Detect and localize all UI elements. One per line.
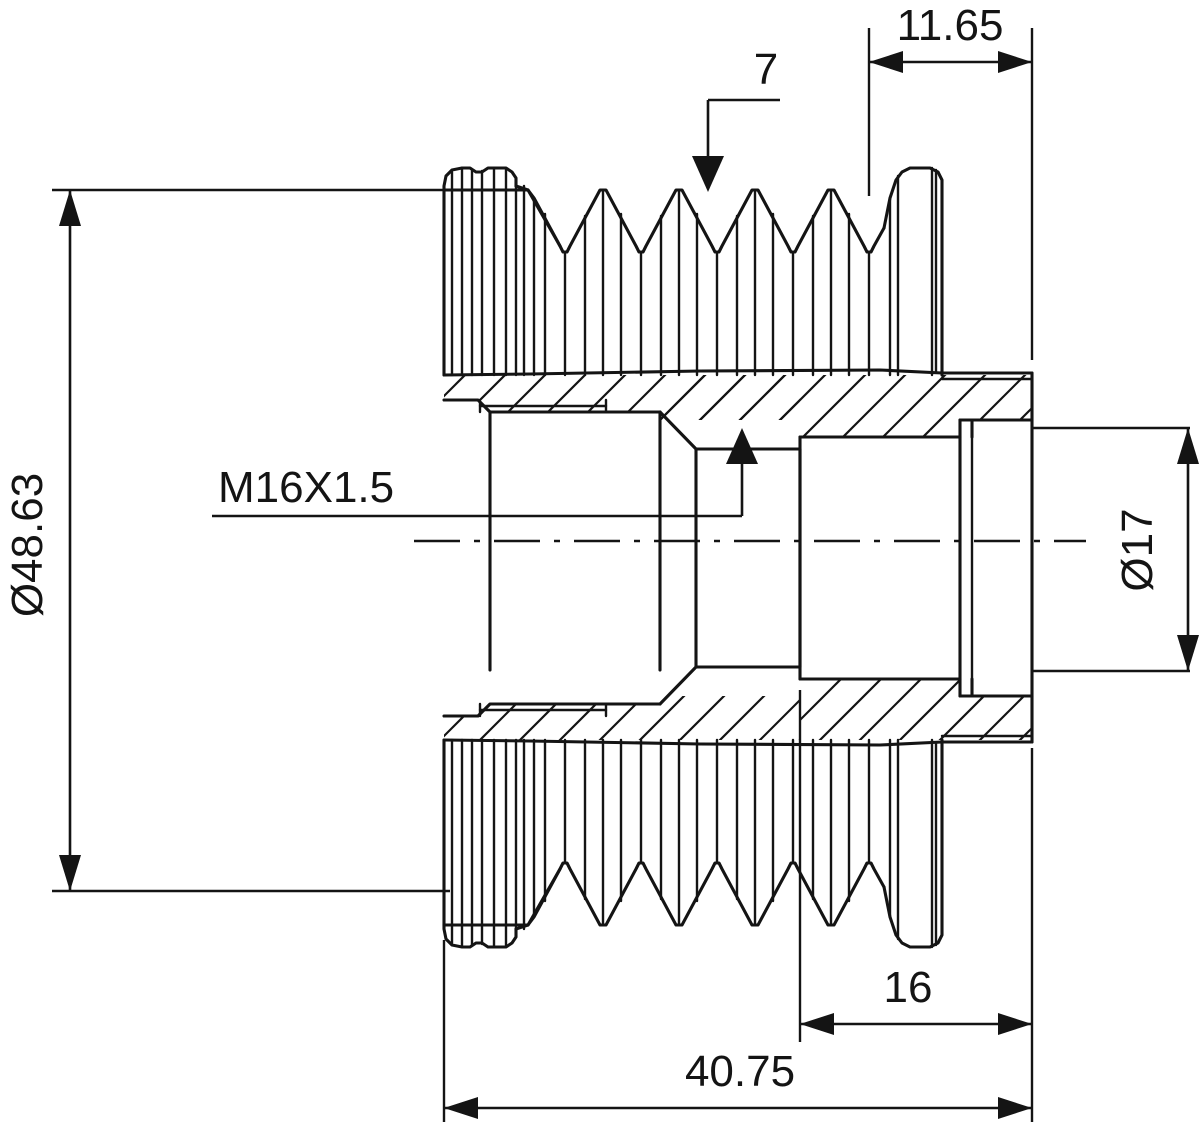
pulley-body-top: [442, 166, 1034, 381]
dimension-outer-diameter: Ø48.63: [3, 188, 450, 893]
inner-bore-geometry: [442, 371, 1034, 744]
dimension-label-hub-length: 16: [884, 963, 933, 1012]
dimension-overall-length: 40.75: [442, 748, 1034, 1122]
dimension-hub-length: 16: [798, 690, 1032, 1042]
dimension-label-flange-width: 11.65: [897, 1, 1004, 50]
leader-thread-spec: M16X1.5: [212, 428, 758, 518]
dimension-label-thread-spec: M16X1.5: [218, 463, 394, 512]
pulley-body-bottom: [442, 734, 1034, 949]
dimension-label-bore-diameter: Ø17: [1113, 508, 1162, 591]
dimension-label-overall-length: 40.75: [685, 1047, 795, 1096]
dimension-bore-diameter: Ø17: [1032, 426, 1199, 673]
leader-groove-count: 7: [692, 45, 780, 192]
section-hatch-top: [444, 375, 1032, 437]
dimension-label-groove-count: 7: [754, 45, 778, 94]
dimension-flange-width: 11.65: [867, 1, 1034, 360]
dimension-label-outer-diameter: Ø48.63: [3, 473, 52, 617]
